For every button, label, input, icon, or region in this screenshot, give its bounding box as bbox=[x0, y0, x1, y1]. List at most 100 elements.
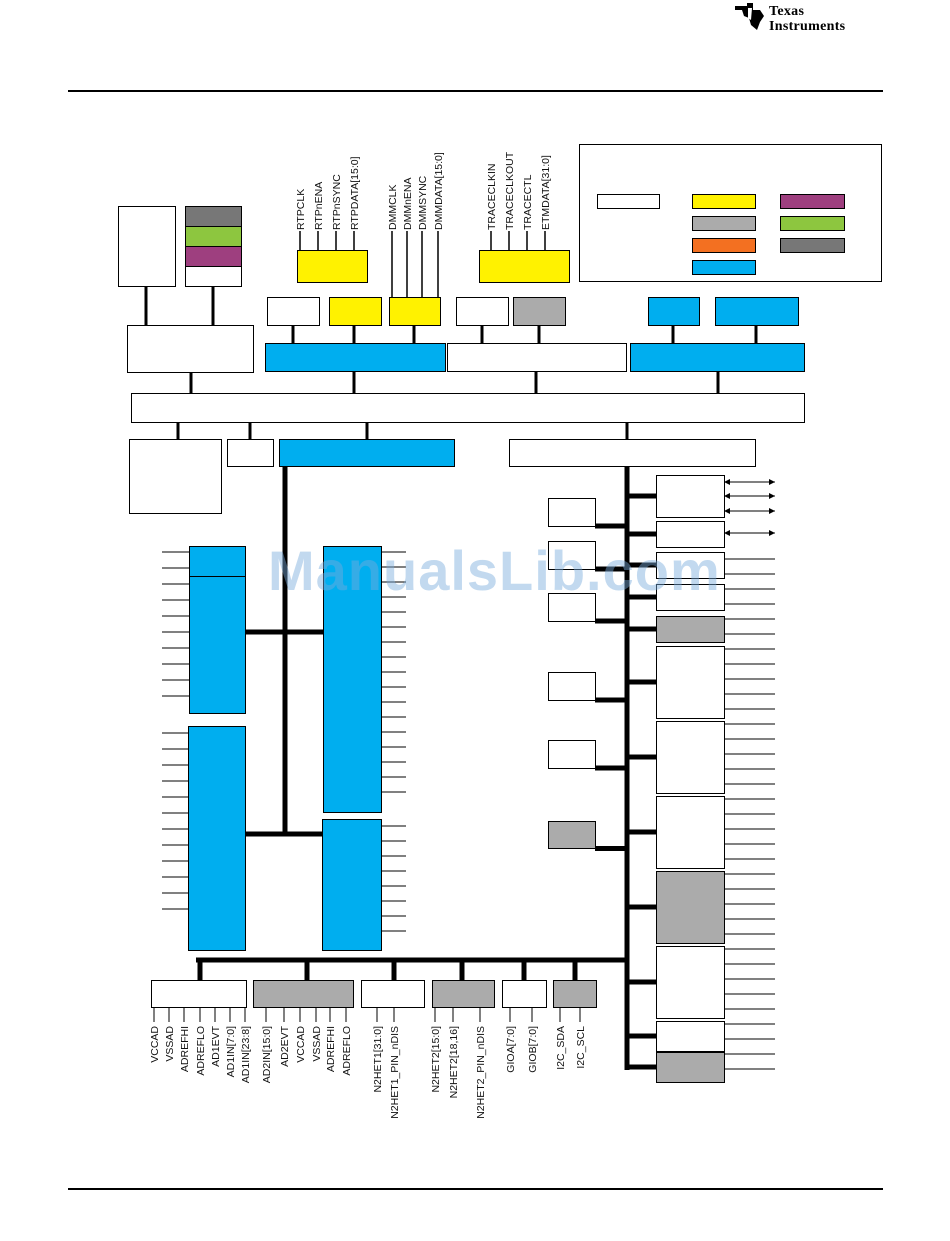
het1-block bbox=[323, 546, 382, 813]
htu-module bbox=[715, 297, 799, 326]
io-peripheral-7 bbox=[656, 796, 725, 869]
legend-frame bbox=[579, 144, 882, 282]
label-adc1-1: VSSAD bbox=[164, 1026, 176, 1062]
label-het2-0: N2HET2[15:0] bbox=[430, 1026, 442, 1093]
io-peripheral-5 bbox=[656, 646, 725, 719]
label-adc1-6: AD1IN[23:8] bbox=[240, 1026, 252, 1083]
footer-rule bbox=[68, 1188, 883, 1190]
texas-instruments-logo: Texas Instruments bbox=[733, 2, 883, 36]
legend-swatch-yellow bbox=[692, 194, 756, 209]
ram-ecc-block-white bbox=[185, 266, 242, 287]
legend-swatch-blue bbox=[692, 260, 756, 275]
label-adc2-2: VCCAD bbox=[295, 1026, 307, 1063]
label-rtp-1: RTPnENA bbox=[313, 182, 325, 230]
io-peripheral-6 bbox=[656, 721, 725, 794]
legend-swatch-green bbox=[780, 216, 845, 231]
label-dmm-0: DMMCLK bbox=[387, 184, 399, 230]
legend-swatch-purple bbox=[780, 194, 845, 209]
legend-swatch-gray bbox=[692, 216, 756, 231]
lower-left-block bbox=[129, 439, 222, 514]
label-trace-2: TRACECTL bbox=[522, 174, 534, 230]
label-adc1-0: VCCAD bbox=[149, 1026, 161, 1063]
label-adc2-5: ADREFLO bbox=[341, 1026, 353, 1076]
arrow-left-2 bbox=[724, 508, 730, 514]
peripheral-bus-bridge bbox=[509, 439, 756, 467]
label-dmm-2: DMMSYNC bbox=[417, 175, 429, 230]
label-adc2-3: VSSAD bbox=[311, 1026, 323, 1062]
logo-text-line1: Texas bbox=[769, 4, 805, 19]
peripheral-box-1 bbox=[267, 297, 320, 326]
side-peripheral-0 bbox=[548, 498, 596, 527]
debug-bus-bridge bbox=[265, 343, 446, 372]
label-adc2-4: ADREFHI bbox=[325, 1026, 337, 1072]
label-adc2-1: AD2EVT bbox=[279, 1025, 291, 1066]
label-het1-0: N2HET1[31:0] bbox=[372, 1026, 384, 1093]
label-trace-0: TRACECLKIN bbox=[486, 163, 498, 230]
ram-ecc-block-purple bbox=[185, 246, 242, 267]
rtp-module bbox=[329, 297, 382, 326]
io-peripheral-2 bbox=[656, 552, 725, 579]
label-i2c-0: I2C_SDA bbox=[555, 1026, 567, 1070]
label-adc1-2: ADREFHI bbox=[179, 1026, 191, 1072]
io-peripheral-1 bbox=[656, 521, 725, 548]
label-adc1-4: AD1EVT bbox=[210, 1025, 222, 1066]
bottom-peripheral-5 bbox=[553, 980, 597, 1008]
bottom-peripheral-0 bbox=[151, 980, 247, 1008]
bottom-peripheral-4 bbox=[502, 980, 547, 1008]
arrow-right-0 bbox=[769, 479, 775, 485]
arrow-left-0 bbox=[724, 479, 730, 485]
side-peripheral-1 bbox=[548, 541, 596, 570]
adc1-header-block bbox=[189, 546, 246, 577]
bottom-peripheral-2 bbox=[361, 980, 425, 1008]
label-het2-2: N2HET2_PIN_nDIS bbox=[475, 1026, 487, 1119]
ram-ecc-block-green bbox=[185, 226, 242, 247]
label-adc1-3: ADREFLO bbox=[195, 1026, 207, 1076]
adc1-block bbox=[189, 576, 246, 714]
dmm-module bbox=[389, 297, 441, 326]
watermark-text: ManualsLib.com bbox=[268, 539, 721, 602]
io-peripheral-0 bbox=[656, 475, 725, 518]
cpu-block bbox=[127, 325, 254, 373]
adc2-block bbox=[188, 726, 246, 951]
dma-bus-bridge bbox=[630, 343, 805, 372]
dma-module bbox=[648, 297, 700, 326]
io-peripheral-10 bbox=[656, 1021, 725, 1052]
ti-state-icon bbox=[735, 3, 764, 30]
etm-module bbox=[513, 297, 566, 326]
io-peripheral-9 bbox=[656, 946, 725, 1019]
main-interconnect bbox=[131, 393, 805, 423]
label-rtp-2: RTPnSYNC bbox=[331, 174, 343, 230]
side-peripheral-3 bbox=[548, 672, 596, 701]
header-rule bbox=[68, 90, 883, 92]
legend-swatch-dark-gray bbox=[780, 238, 845, 253]
label-i2c-1: I2C_SCL bbox=[575, 1026, 587, 1069]
side-peripheral-5 bbox=[548, 821, 596, 849]
label-trace-1: TRACECLKOUT bbox=[504, 151, 516, 230]
trace-bus-bridge bbox=[447, 343, 627, 372]
legend-swatch-orange bbox=[692, 238, 756, 253]
arrow-left-3 bbox=[724, 530, 730, 536]
het2-block bbox=[322, 819, 382, 951]
peripheral-bridge-blue bbox=[279, 439, 455, 467]
arrow-right-2 bbox=[769, 508, 775, 514]
memory-block bbox=[118, 206, 176, 287]
io-peripheral-8 bbox=[656, 871, 725, 944]
label-gio-0: GIOA[7:0] bbox=[505, 1026, 517, 1073]
side-peripheral-2 bbox=[548, 593, 596, 622]
side-peripheral-4 bbox=[548, 740, 596, 769]
bottom-peripheral-1 bbox=[253, 980, 354, 1008]
label-gio-1: GIOB[7:0] bbox=[527, 1026, 539, 1073]
bottom-peripheral-3 bbox=[432, 980, 495, 1008]
arrow-left-1 bbox=[724, 493, 730, 499]
label-dmm-1: DMMnENA bbox=[402, 177, 414, 230]
label-adc2-0: AD2IN[15:0] bbox=[261, 1026, 273, 1083]
bus-wires bbox=[144, 231, 775, 1070]
label-het1-1: N2HET1_PIN_nDIS bbox=[389, 1026, 401, 1119]
logo-text-line2: Instruments bbox=[769, 19, 846, 34]
block-boxes bbox=[118, 144, 882, 1083]
io-peripheral-4 bbox=[656, 616, 725, 643]
label-rtp-3: RTPDATA[15:0] bbox=[349, 156, 361, 230]
trace-pins-box bbox=[479, 250, 570, 283]
